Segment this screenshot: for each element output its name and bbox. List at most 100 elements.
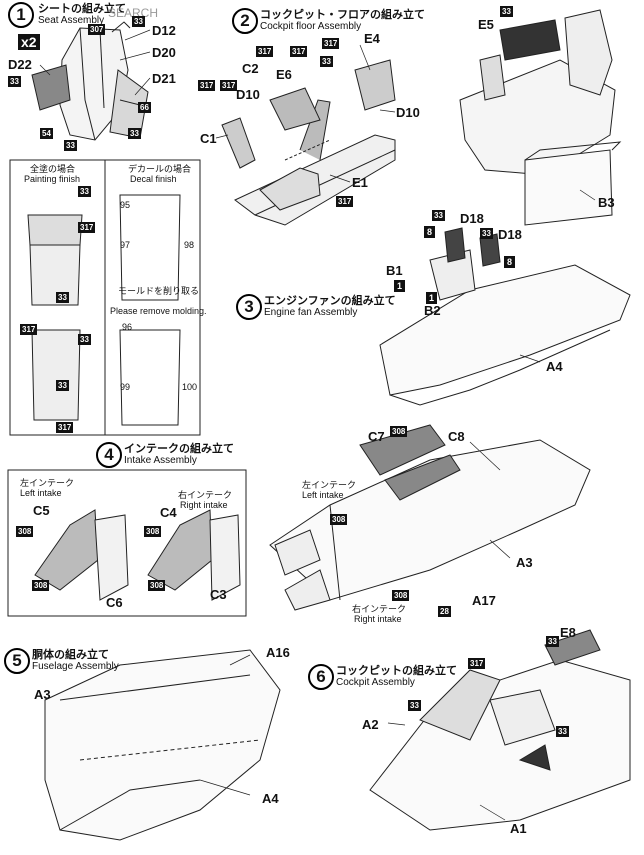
part-label: A17 [472, 593, 496, 608]
intake-right-en: Right intake [354, 614, 402, 624]
intake-inset-left-en: Left intake [20, 488, 62, 498]
painting-left-en: Painting finish [24, 174, 81, 184]
step-4-number: 4 [96, 442, 122, 468]
color-badge: 54 [40, 128, 53, 139]
step-6-number: 6 [308, 664, 334, 690]
step-5-number: 5 [4, 648, 30, 674]
color-badge: 33 [132, 16, 145, 27]
part-label: C6 [106, 595, 123, 610]
decal-number: 100 [182, 382, 198, 392]
step-2-number: 2 [232, 8, 258, 34]
cockpit-floor-drawing [221, 59, 396, 226]
color-badge: 1 [426, 292, 438, 304]
decal-number: 96 [122, 322, 133, 332]
intake-inset-left-jp: 左インテーク [20, 478, 75, 488]
part-label: D10 [396, 105, 420, 120]
color-badge: 33 [500, 6, 513, 17]
color-badge: 33 [78, 186, 91, 197]
part-label: B1 [386, 263, 403, 278]
painting-guide-drawing [27, 194, 181, 426]
painting-note-jp: モールドを削り取る [118, 286, 200, 296]
color-badge: 8 [424, 226, 436, 238]
painting-note-en: Please remove molding. [110, 306, 207, 316]
part-label: C2 [242, 61, 259, 76]
decal-number: 97 [120, 240, 131, 250]
color-badge: 317 [20, 324, 38, 335]
color-badge: 33 [480, 228, 493, 239]
step-3-title-jp: エンジンファンの組み立て [264, 295, 396, 307]
part-label: A16 [266, 645, 290, 660]
intake-inset-drawing [34, 509, 241, 601]
painting-left-jp: 全塗の場合 [30, 164, 76, 174]
part-label: C4 [160, 505, 177, 520]
step-3-number: 3 [236, 294, 262, 320]
step-1-title-en: Seat Assembly [38, 15, 105, 26]
decal-number: 98 [184, 240, 195, 250]
part-label: C3 [210, 587, 227, 602]
color-badge: 33 [546, 636, 559, 647]
part-label: D20 [152, 45, 176, 60]
color-badge: 317 [468, 658, 486, 669]
part-label: B2 [424, 303, 441, 318]
fuselage-drawing [44, 649, 281, 841]
part-label: D18 [498, 227, 522, 242]
intake-inset-right-en: Right intake [180, 500, 228, 510]
step-2-title: コックピット・フロアの組み立て Cockpit floor Assembly [260, 9, 425, 33]
color-badge: 307 [88, 24, 106, 35]
step-6-title-jp: コックピットの組み立て [336, 665, 457, 677]
color-badge: 8 [504, 256, 516, 268]
part-label: E1 [352, 175, 368, 190]
color-badge: 317 [56, 422, 74, 433]
engine-fan-drawing [379, 227, 631, 406]
part-label: C5 [33, 503, 50, 518]
part-label: B3 [598, 195, 615, 210]
color-badge: 33 [56, 380, 69, 391]
seat-drawing [31, 21, 149, 141]
color-badge: 33 [432, 210, 445, 221]
step-5-title-en: Fuselage Assembly [32, 661, 119, 672]
part-label: D18 [460, 211, 484, 226]
color-badge: 308 [32, 580, 50, 591]
part-label: D22 [8, 57, 32, 72]
color-badge: 308 [16, 526, 34, 537]
step-2-title-en: Cockpit floor Assembly [260, 21, 362, 32]
color-badge: 33 [8, 76, 21, 87]
color-badge: 33 [64, 140, 77, 151]
step-4-title-en: Intake Assembly [124, 455, 197, 466]
color-badge: 33 [556, 726, 569, 737]
color-badge: 317 [198, 80, 216, 91]
part-label: D10 [236, 87, 260, 102]
step-4-title: インテークの組み立て Intake Assembly [124, 444, 234, 467]
color-badge: 33 [320, 56, 333, 67]
step-2-title-jp: コックピット・フロアの組み立て [260, 9, 425, 21]
part-label: A1 [510, 821, 527, 836]
intake-left-jp: 左インテーク [302, 480, 357, 490]
step-3-title-en: Engine fan Assembly [264, 307, 358, 318]
decal-number: 95 [120, 200, 131, 210]
color-badge: 317 [290, 46, 308, 57]
intake-right-jp: 右インテーク [352, 604, 407, 614]
color-badge: 1 [394, 280, 406, 292]
part-label: A3 [516, 555, 533, 570]
part-label: D21 [152, 71, 176, 86]
watermark: SEARCH [108, 6, 159, 20]
color-badge: 317 [322, 38, 340, 49]
color-badge: 33 [128, 128, 141, 139]
decal-number: 99 [120, 382, 131, 392]
part-label: A3 [34, 687, 51, 702]
cockpit-drawing [369, 629, 631, 831]
multiplier-badge: x2 [18, 34, 40, 50]
color-badge: 308 [144, 526, 162, 537]
part-label: A2 [362, 717, 379, 732]
part-label: A4 [546, 359, 563, 374]
color-badge: 28 [438, 606, 451, 617]
part-label: E4 [364, 31, 380, 46]
color-badge: 308 [148, 580, 166, 591]
intake-inset-box [7, 469, 247, 617]
step-6-title: コックピットの組み立て Cockpit Assembly [336, 665, 457, 689]
part-label: C7 [368, 429, 385, 444]
color-badge: 308 [390, 426, 408, 437]
part-label: D12 [152, 23, 176, 38]
intake-inset-right-jp: 右インテーク [178, 490, 233, 500]
